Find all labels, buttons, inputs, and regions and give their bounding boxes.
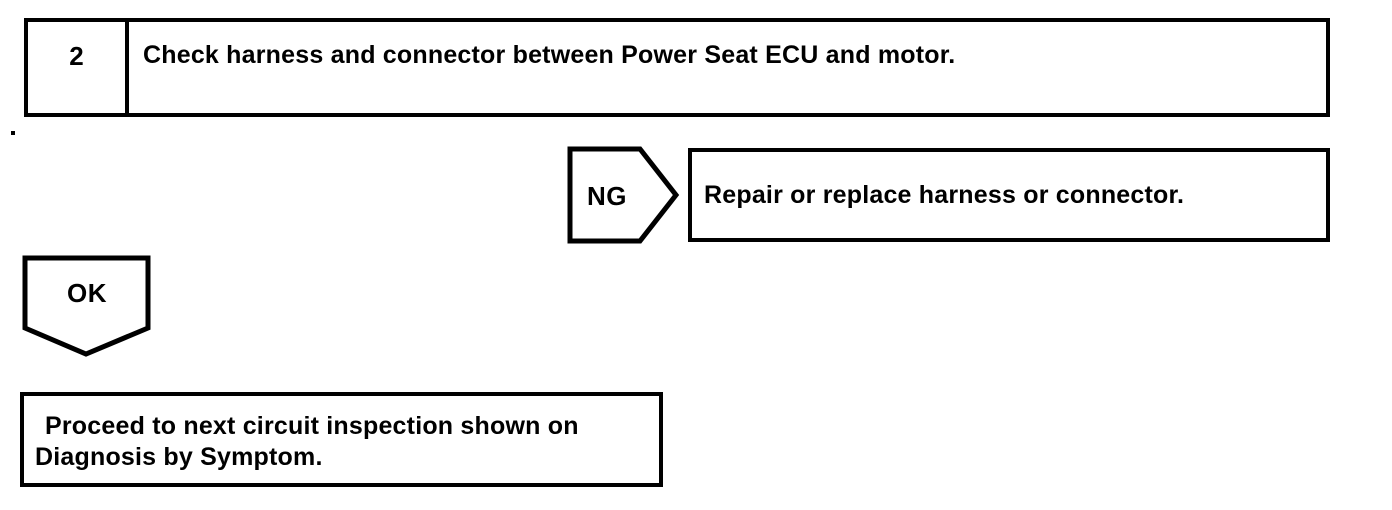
- step-number: 2: [69, 41, 84, 71]
- ng-connector-shape: [567, 146, 680, 244]
- ok-connector-label: OK: [67, 277, 107, 308]
- proceed-box: Proceed to next circuit inspection shown…: [20, 392, 663, 487]
- ng-action-box: Repair or replace harness or connector.: [688, 148, 1330, 242]
- ng-action-text: Repair or replace harness or connector.: [704, 180, 1185, 209]
- ng-connector-label: NG: [587, 180, 627, 211]
- proceed-line-2: Diagnosis by Symptom.: [35, 443, 323, 471]
- proceed-line-1: Proceed to next circuit inspection shown…: [45, 412, 579, 440]
- scan-artifact-dot: [11, 131, 15, 135]
- ok-connector-shape: [22, 255, 151, 357]
- step-instruction: Check harness and connector between Powe…: [143, 41, 956, 69]
- step-header-box: 2 Check harness and connector between Po…: [24, 18, 1330, 117]
- step-number-cell: 2: [28, 22, 129, 113]
